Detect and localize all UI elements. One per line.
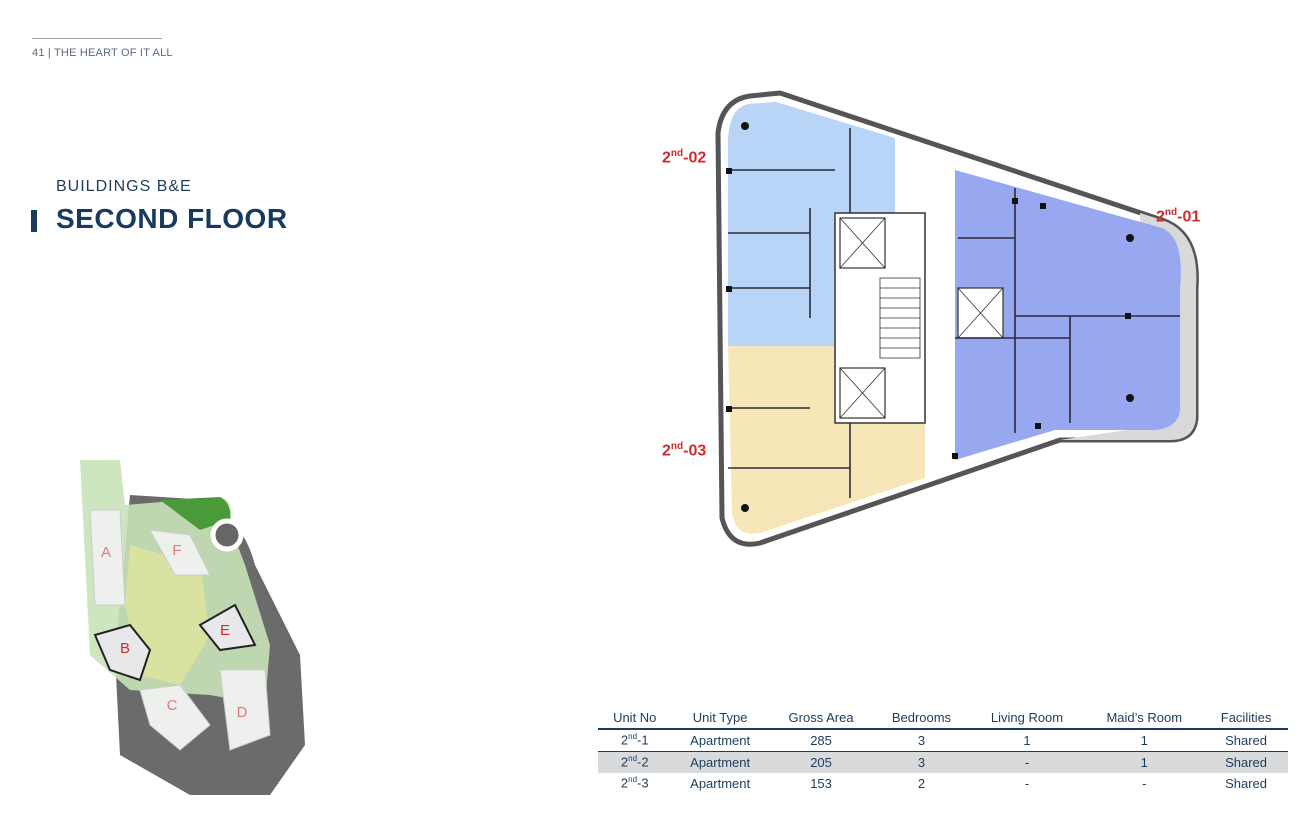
cell-maids-room: 1 <box>1084 751 1205 773</box>
cell-unit-no: 2nd-2 <box>598 751 672 773</box>
site-label-building-c: C <box>167 697 178 714</box>
unit-01-area <box>955 170 1181 460</box>
cell-living-room: - <box>1024 775 1030 791</box>
plan-label-unit-03: 2nd-03 <box>662 441 707 460</box>
units-table: Unit No Unit Type Gross Area Bedrooms Li… <box>598 708 1288 794</box>
plan-lift-2 <box>839 367 886 419</box>
cell-bedrooms: 3 <box>873 729 970 752</box>
table-header-row: Unit No Unit Type Gross Area Bedrooms Li… <box>598 708 1288 730</box>
cell-bedrooms: 3 <box>873 751 970 773</box>
plan-stairs <box>879 277 921 359</box>
title-accent-bar <box>31 210 37 232</box>
site-label-building-b: B <box>120 640 130 657</box>
site-label-building-d: D <box>237 704 248 721</box>
site-label-building-a: A <box>101 544 111 561</box>
section-subtitle: BUILDINGS B&E <box>56 178 192 195</box>
site-roundabout <box>210 518 244 552</box>
cell-facilities: Shared <box>1225 775 1268 791</box>
plan-columns <box>726 122 1134 512</box>
site-building-d <box>219 669 271 751</box>
site-building-f <box>149 529 211 576</box>
header-rule <box>32 38 162 39</box>
col-unit-no: Unit No <box>598 708 672 730</box>
cell-facilities: Shared <box>1204 751 1288 773</box>
col-living-room: Living Room <box>969 708 1085 730</box>
site-green-edge <box>160 497 231 530</box>
table-row: 2nd-1 Apartment 285 3 1 1 Shared <box>598 729 1288 752</box>
site-building-a <box>89 509 126 606</box>
cell-maids-room: 1 <box>1084 729 1205 752</box>
site-label-building-e: E <box>220 622 230 639</box>
plan-walls <box>728 128 1180 498</box>
page-tag: 41 | THE HEART OF IT ALL <box>32 47 173 59</box>
floor-plan <box>715 90 1199 547</box>
site-label-building-f: F <box>172 542 181 559</box>
cell-maids-room: - <box>1142 775 1147 791</box>
cell-living-room: 1 <box>969 729 1085 752</box>
col-bedrooms: Bedrooms <box>873 708 970 730</box>
site-building-b <box>93 623 152 682</box>
col-gross-area: Gross Area <box>768 708 874 730</box>
table-row: 2nd-3 Apartment 153 2 - - Shared <box>598 773 1288 794</box>
col-facilities: Facilities <box>1204 708 1288 730</box>
plan-lift-1 <box>839 217 886 269</box>
plan-label-unit-02: 2nd-02 <box>662 148 707 167</box>
cell-gross-area: 205 <box>768 751 874 773</box>
cell-unit-no: 2nd-3 <box>620 775 649 791</box>
col-unit-type: Unit Type <box>671 708 769 730</box>
cell-unit-type: Apartment <box>671 729 769 752</box>
cell-unit-type: Apartment <box>690 775 751 791</box>
cell-facilities: Shared <box>1204 729 1288 752</box>
cell-gross-area: 285 <box>768 729 874 752</box>
site-building-e <box>198 603 257 652</box>
cell-living-room: - <box>969 751 1085 773</box>
col-maids-room: Maid’s Room <box>1084 708 1205 730</box>
table-row: 2nd-2 Apartment 205 3 - 1 Shared <box>598 751 1288 773</box>
page-title: SECOND FLOOR <box>56 203 288 234</box>
cell-unit-type: Apartment <box>671 751 769 773</box>
site-plan: A F B E C D <box>80 460 305 795</box>
site-building-c <box>139 684 211 751</box>
cell-bedrooms: 2 <box>917 775 926 791</box>
cell-unit-no: 2nd-1 <box>598 729 672 752</box>
plan-label-unit-01: 2nd-01 <box>1156 207 1201 226</box>
cell-gross-area: 153 <box>810 775 832 791</box>
